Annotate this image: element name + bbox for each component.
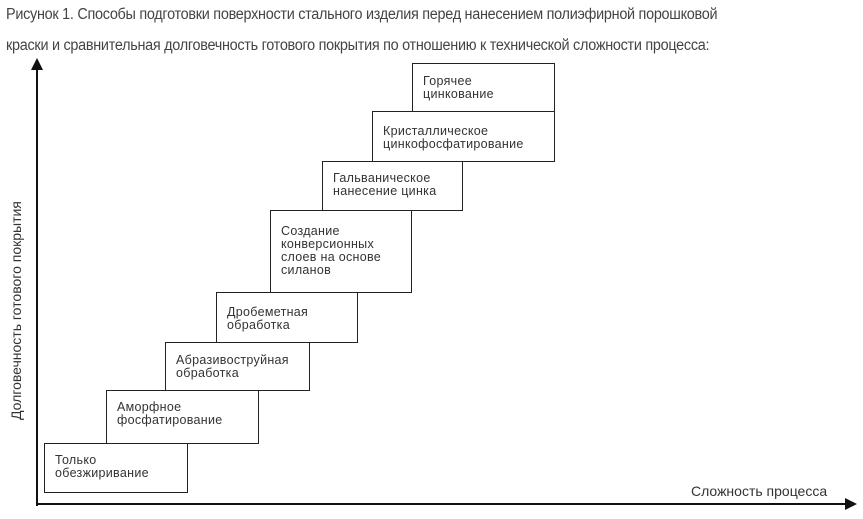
- y-axis: [36, 66, 38, 506]
- step-box: Кристаллическое цинкофосфатирование: [372, 111, 555, 162]
- caption-line-1: Рисунок 1. Способы подготовки поверхност…: [6, 6, 718, 23]
- step-box: Гальваническое нанесение цинка: [322, 161, 463, 211]
- step-box: Дробеметная обработка: [216, 292, 358, 343]
- step-box: Создание конверсионных слоев на основе с…: [270, 210, 412, 293]
- step-box: Горячее цинкование: [412, 63, 555, 112]
- step-box: Только обезжиривание: [44, 443, 188, 493]
- y-axis-label: Долговечность готового покрытия: [8, 201, 24, 420]
- x-axis: [36, 503, 846, 505]
- step-box: Аморфное фосфатирование: [106, 390, 259, 444]
- x-axis-arrow-icon: [845, 498, 857, 510]
- y-axis-arrow-icon: [31, 58, 43, 70]
- x-axis-label: Сложность процесса: [691, 483, 828, 499]
- step-box: Абразивоструйная обработка: [165, 342, 310, 391]
- caption-line-2: краски и сравнительная долговечность гот…: [6, 37, 710, 54]
